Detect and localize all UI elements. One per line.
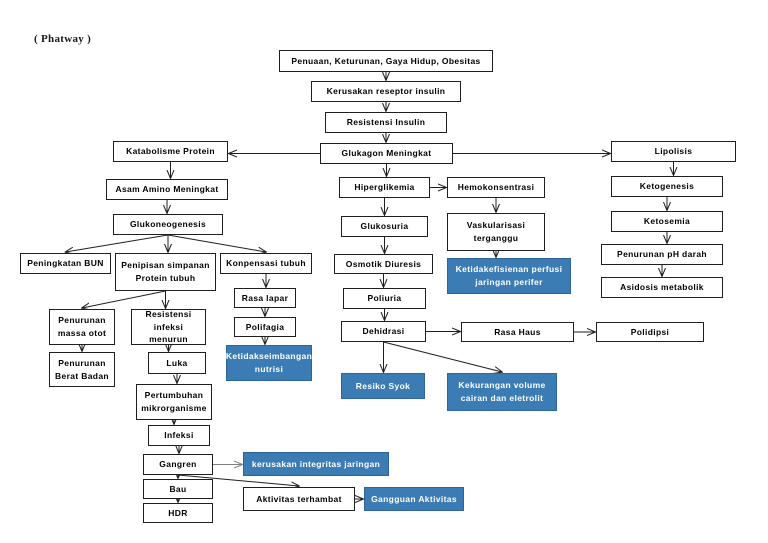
node-n41[interactable]: Penurunan pH darah <box>601 244 723 265</box>
node-n30[interactable]: Dehidrasi <box>341 321 426 342</box>
node-n7[interactable]: Glukoneogenesis <box>113 214 223 235</box>
node-n29[interactable]: Poliuria <box>343 288 426 309</box>
node-n36[interactable]: Vaskularisasi terganggu <box>447 213 545 251</box>
node-label: Infeksi <box>164 430 194 441</box>
node-n34[interactable]: Polidipsi <box>596 322 704 342</box>
node-label: Gangguan Aktivitas <box>371 493 457 504</box>
node-n4[interactable]: Glukagon Meningkat <box>320 143 453 164</box>
node-label: Ketogenesis <box>639 181 695 192</box>
node-label: Asam Amino Meningkat <box>115 184 219 195</box>
node-n16[interactable]: Penurunan Berat Badan <box>49 352 115 387</box>
node-label: Penurunan pH darah <box>617 249 707 260</box>
node-n9[interactable]: Penipisan simpanan Protein tubuh <box>115 253 216 291</box>
node-n31[interactable]: Resiko Syok <box>341 373 425 399</box>
node-n25[interactable]: Gangguan Aktivitas <box>364 487 464 511</box>
node-label: Konpensasi tubuh <box>226 258 306 269</box>
node-label: Ketosemia <box>643 216 691 227</box>
node-label: Polifagia <box>245 321 285 332</box>
node-n17[interactable]: Luka <box>148 352 206 374</box>
node-label: Bau <box>169 483 187 494</box>
node-label: Ketidakseimbangan nutrisi <box>225 351 313 374</box>
node-label: Polidipsi <box>630 326 670 337</box>
node-label: Resiko Syok <box>355 380 411 391</box>
node-n8[interactable]: Peningkatan BUN <box>20 253 111 274</box>
node-n5[interactable]: Katabolisme Protein <box>113 141 228 162</box>
node-label: Ketidakefisienan perfusi jaringan perife… <box>455 264 563 287</box>
node-n24[interactable]: Aktivitas terhambat <box>243 487 355 511</box>
node-label: Penurunan massa otot <box>57 315 107 338</box>
node-label: kerusakan integritas jaringan <box>251 458 381 469</box>
node-label: Aktivitas terhambat <box>256 493 342 504</box>
node-label: Resistensi Insulin <box>346 117 426 128</box>
connector <box>66 234 169 252</box>
node-label: Asidosis metabolik <box>620 282 704 293</box>
node-label: Rasa lapar <box>241 292 289 303</box>
node-label: Lipolisis <box>654 146 693 157</box>
node-n35[interactable]: Hemokonsentrasi <box>447 177 545 198</box>
connector <box>82 290 166 308</box>
node-n33[interactable]: Rasa Haus <box>461 322 574 342</box>
node-label: Osmotik Diuresis <box>345 258 422 269</box>
node-n23[interactable]: kerusakan integritas jaringan <box>243 452 389 476</box>
node-n3[interactable]: Resistensi Insulin <box>325 112 447 133</box>
pathway-title: ( Phatway ) <box>34 33 92 45</box>
node-label: Pertumbuhan mikrorganisme <box>141 390 207 413</box>
node-label: Penipisan simpanan Protein tubuh <box>121 260 210 283</box>
node-n38[interactable]: Lipolisis <box>611 141 736 162</box>
node-n1[interactable]: Penuaan, Keturunan, Gaya Hidup, Obesitas <box>279 50 493 72</box>
node-label: Glukosuria <box>360 221 409 232</box>
node-n18[interactable]: Pertumbuhan mikrorganisme <box>136 384 212 420</box>
node-n14[interactable]: Penurunan massa otot <box>49 309 115 345</box>
node-n2[interactable]: Kerusakan reseptor insulin <box>311 81 461 102</box>
node-n19[interactable]: Infeksi <box>148 425 210 446</box>
node-n15[interactable]: Resistensi infeksi menurun <box>131 309 206 345</box>
node-n11[interactable]: Rasa lapar <box>234 288 296 308</box>
node-n32[interactable]: Kekurangan volume cairan dan eletrolit <box>447 373 557 411</box>
node-n39[interactable]: Ketogenesis <box>611 176 723 197</box>
node-label: Gangren <box>159 459 197 470</box>
node-label: Hiperglikemia <box>354 182 415 193</box>
connector <box>383 341 503 372</box>
node-n28[interactable]: Osmotik Diuresis <box>334 254 433 274</box>
node-n37[interactable]: Ketidakefisienan perfusi jaringan perife… <box>447 258 571 294</box>
node-n13[interactable]: Ketidakseimbangan nutrisi <box>226 345 312 381</box>
node-label: Kerusakan reseptor insulin <box>326 86 446 97</box>
node-n12[interactable]: Polifagia <box>234 317 296 337</box>
node-label: Vaskularisasi terganggu <box>466 220 526 243</box>
node-label: Resistensi infeksi menurun <box>145 308 192 345</box>
node-n10[interactable]: Konpensasi tubuh <box>220 253 312 274</box>
node-n40[interactable]: Ketosemia <box>611 211 723 232</box>
node-label: Penurunan Berat Badan <box>55 357 109 381</box>
node-n21[interactable]: Bau <box>143 479 213 499</box>
node-n26[interactable]: Hiperglikemia <box>339 177 430 198</box>
node-label: Hemokonsentrasi <box>457 182 535 193</box>
node-n42[interactable]: Asidosis metabolik <box>601 277 723 298</box>
node-label: Glukagon Meningkat <box>341 148 432 159</box>
node-label: Dehidrasi <box>362 326 405 337</box>
node-label: Glukoneogenesis <box>129 219 207 230</box>
node-n6[interactable]: Asam Amino Meningkat <box>106 179 228 200</box>
node-n20[interactable]: Gangren <box>143 454 213 475</box>
node-label: HDR <box>168 507 188 518</box>
node-label: Katabolisme Protein <box>126 146 215 157</box>
node-n27[interactable]: Glukosuria <box>341 216 428 237</box>
node-label: Peningkatan BUN <box>27 258 104 269</box>
node-label: Luka <box>166 357 188 368</box>
connector <box>167 234 266 252</box>
node-label: Poliuria <box>367 293 402 304</box>
node-label: Rasa Haus <box>494 326 541 337</box>
node-label: Penuaan, Keturunan, Gaya Hidup, Obesitas <box>291 55 481 66</box>
node-label: Kekurangan volume cairan dan eletrolit <box>458 380 546 403</box>
node-n22[interactable]: HDR <box>143 503 213 523</box>
